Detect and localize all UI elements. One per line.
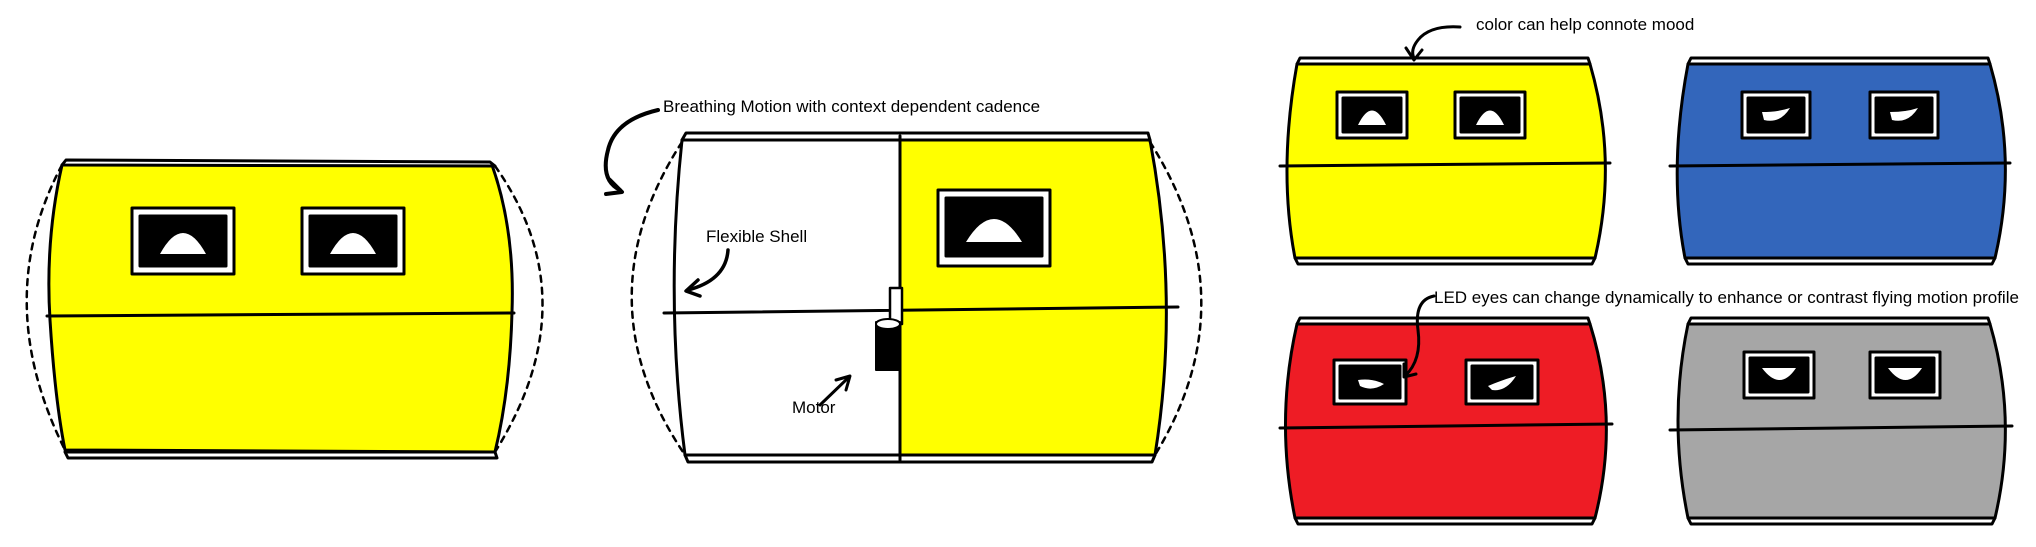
robot-yellow bbox=[1278, 56, 1612, 266]
led-eye-icon bbox=[1868, 90, 1940, 140]
led-eye-icon bbox=[1464, 358, 1540, 406]
curved-arrow-icon bbox=[818, 374, 852, 407]
led-eye-icon bbox=[130, 206, 236, 276]
annotation-led-eyes: LED eyes can change dynamically to enhan… bbox=[1434, 288, 2019, 307]
curved-arrow-icon bbox=[684, 248, 730, 298]
annotation-color-mood: color can help connote mood bbox=[1476, 15, 1695, 34]
curved-arrow-icon bbox=[1402, 294, 1436, 379]
annotation-breathing-motion: Breathing Motion with context dependent … bbox=[663, 97, 1041, 116]
led-eye-icon bbox=[300, 206, 406, 276]
motor-icon bbox=[875, 286, 904, 371]
led-eye-icon bbox=[1332, 358, 1408, 406]
led-eye-icon bbox=[1453, 90, 1527, 140]
annotation-motor: Motor bbox=[792, 398, 836, 417]
curved-arrow-icon bbox=[603, 108, 660, 196]
led-eye-icon bbox=[1740, 90, 1812, 140]
led-eye-icon bbox=[1335, 90, 1409, 140]
robot-gray bbox=[1668, 316, 2014, 526]
led-eye-icon bbox=[1868, 350, 1942, 400]
robot-blue bbox=[1668, 56, 2012, 266]
led-eye-icon bbox=[936, 188, 1052, 268]
annotation-flexible-shell: Flexible Shell bbox=[706, 227, 808, 246]
robot-cross-section bbox=[630, 131, 1203, 464]
curved-arrow-icon bbox=[1404, 25, 1462, 62]
robot-red bbox=[1278, 316, 1614, 526]
robot-body-expanded bbox=[25, 158, 544, 460]
led-eye-icon bbox=[1742, 350, 1816, 400]
